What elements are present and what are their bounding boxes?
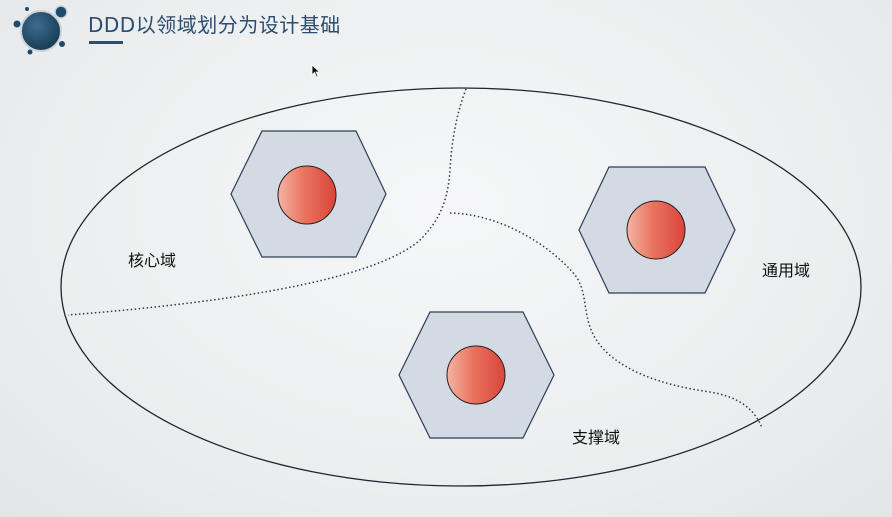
core-domain-hexagon [230,130,387,258]
logo-icon [13,5,68,55]
mouse-cursor-icon [311,64,321,78]
core-domain-divider [67,88,467,316]
supporting-domain-circle [446,345,506,405]
generic-domain-label: 通用域 [762,261,811,280]
title-underline [89,41,123,44]
core-domain-label: 核心域 [128,251,177,270]
support-domain-divider [449,212,763,429]
supporting-domain-label: 支撑域 [572,428,621,447]
domain-boundary-ellipse [60,87,862,487]
generic-domain-hexagon [578,166,736,294]
supporting-domain-hexagon [398,311,555,439]
core-domain-circle [277,165,337,225]
generic-domain-circle [626,200,686,260]
page-title: DDD以领域划分为设计基础 [88,13,341,37]
